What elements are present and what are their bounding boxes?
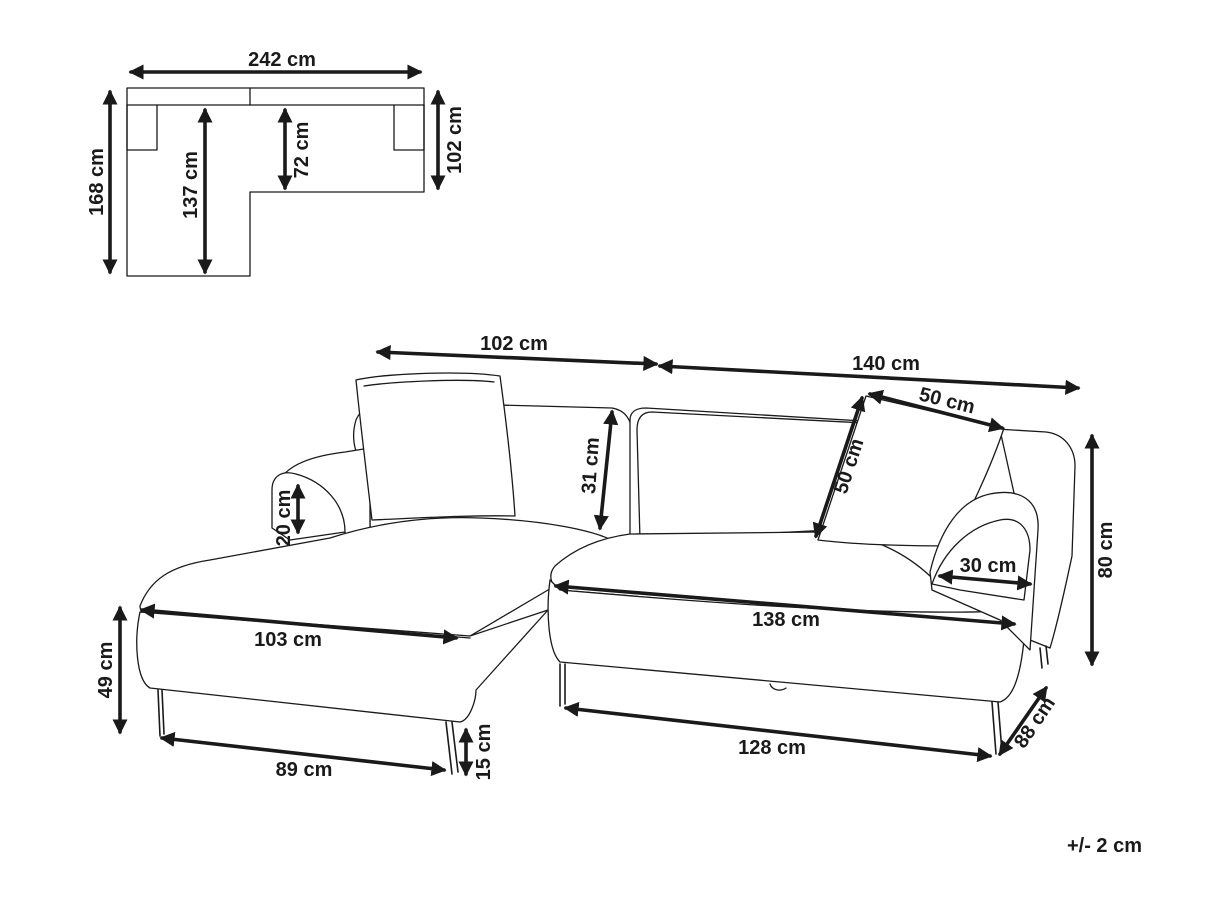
dimension-top-seat-inner-depth: 72 cm: [277, 107, 313, 191]
label-leg-height: 15 cm: [473, 724, 495, 781]
label-sofa-seat-width: 138 cm: [752, 609, 820, 631]
label-chaise-base-width: 89 cm: [276, 759, 333, 781]
dimension-total-height: 80 cm: [1084, 433, 1117, 667]
dimension-backrest-height: 31 cm: [578, 409, 619, 531]
label-seat-depth: 88 cm: [1010, 693, 1060, 752]
label-overall-width: 242 cm: [248, 49, 316, 71]
dimension-top-chaise-inner-depth: 137 cm: [180, 107, 213, 275]
label-backrest-height: 31 cm: [578, 437, 604, 495]
label-seat-inner-depth: 72 cm: [291, 122, 313, 179]
dimension-chaise-base-width: 89 cm: [159, 731, 447, 781]
dimension-seat-height: 49 cm: [95, 605, 128, 735]
label-chaise-inner-depth: 137 cm: [180, 151, 202, 219]
dimension-top-sofa-depth: 102 cm: [430, 89, 466, 191]
dimension-top-overall-depth: 168 cm: [86, 89, 118, 275]
label-sofa-base-width: 128 cm: [738, 737, 806, 759]
dimension-armrest-height: 20 cm: [273, 483, 306, 547]
top-view-outline: [126, 87, 425, 277]
label-total-height: 80 cm: [1095, 522, 1117, 579]
tolerance-note: +/- 2 cm: [1067, 835, 1142, 857]
dimension-chaise-width: 102 cm: [375, 333, 659, 372]
label-armrest-width: 30 cm: [960, 555, 1017, 577]
label-chaise-seat-width: 103 cm: [254, 629, 322, 651]
dimension-top-overall-width: 242 cm: [128, 49, 423, 80]
label-armrest-height: 20 cm: [273, 490, 295, 547]
dimension-chaise-seat-width: 103 cm: [139, 603, 459, 651]
label-chaise-width: 102 cm: [480, 333, 548, 355]
label-seat-height: 49 cm: [95, 642, 117, 699]
dimension-seat-depth: 88 cm: [998, 685, 1060, 757]
dimension-sofa-width: 140 cm: [657, 353, 1081, 395]
label-overall-depth: 168 cm: [86, 148, 108, 216]
dimension-sofa-seat-width: 138 cm: [553, 579, 1017, 631]
label-sofa-depth: 102 cm: [444, 106, 466, 174]
dimension-leg-height: 15 cm: [458, 724, 495, 781]
label-sofa-width: 140 cm: [852, 353, 920, 375]
dimension-sofa-base-width: 128 cm: [563, 701, 993, 763]
